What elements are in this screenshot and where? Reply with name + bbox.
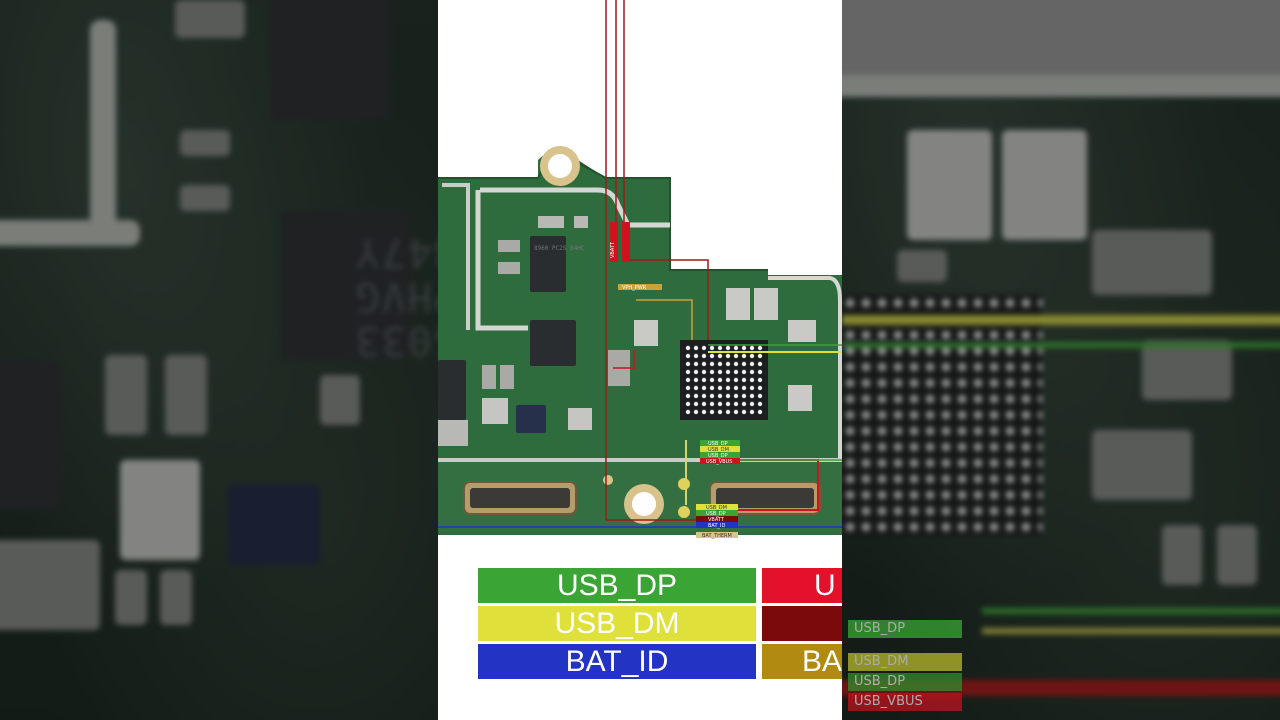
dim-overlay	[842, 0, 1280, 720]
legend-vbatt-partial	[762, 606, 842, 641]
component	[897, 250, 947, 282]
component	[165, 355, 207, 435]
blurred-pcb-left: S033 PHVG B47Y	[0, 0, 438, 720]
pcb-board-image: VBATT VPH_PWR USB_DP USB_DM USB_DP USB_V…	[438, 0, 842, 545]
chip	[0, 360, 60, 510]
white-area	[842, 0, 1280, 75]
legend-usb-dm: USB_DM	[478, 606, 756, 641]
trace-green	[982, 608, 1280, 614]
component	[1092, 230, 1212, 295]
component	[1142, 340, 1232, 400]
right-blurred-backdrop	[842, 0, 1280, 720]
trace-yellow	[842, 315, 1280, 325]
component	[1002, 130, 1087, 240]
tag-bottom-bat-id: BAT_ID	[708, 523, 725, 529]
component	[1217, 525, 1257, 585]
tag-bottom-usb-dm: USB_DM	[706, 505, 727, 511]
left-blurred-backdrop: S033 PHVG B47Y	[0, 0, 438, 720]
trace	[0, 220, 140, 246]
bg-label-usb-dp-2: USB_DP	[848, 673, 962, 691]
component	[180, 185, 230, 211]
trace-yellow	[982, 628, 1280, 634]
tag-top-usb-dm: USB_DM	[708, 447, 729, 453]
pcb-diagram: VBATT VPH_PWR USB_DP USB_DM USB_DP USB_V…	[438, 0, 842, 539]
component	[175, 0, 245, 38]
bga-grid	[842, 295, 1042, 535]
vph-pwr-label: VPH_PWR	[622, 285, 647, 291]
component	[180, 130, 230, 156]
component	[0, 540, 100, 630]
trace	[90, 20, 116, 240]
component	[1092, 430, 1192, 500]
component	[320, 375, 360, 425]
tag-bottom-bat-therm: BAT_THERM	[702, 533, 732, 539]
component	[120, 460, 200, 560]
tag-top-usb-dp-2: USB_DP	[708, 453, 728, 459]
trace	[842, 75, 1280, 97]
legend-bat-id: BAT_ID	[478, 644, 756, 679]
tag-top-usb-dp: USB_DP	[708, 441, 728, 447]
chip	[228, 485, 320, 565]
blurred-pcb-right	[842, 0, 1280, 720]
chip-marking-top: 8960 PC2S B4HC	[534, 245, 585, 252]
vbatt-vertical-label: VBATT	[610, 241, 616, 258]
dim-overlay	[0, 0, 438, 720]
trace-green	[842, 342, 1280, 348]
legend-bat-therm-partial: BA	[762, 644, 842, 679]
bg-label-usb-dp: USB_DP	[848, 620, 962, 638]
bg-label-usb-dm: USB_DM	[848, 653, 962, 671]
center-panel: VBATT VPH_PWR USB_DP USB_DM USB_DP USB_V…	[438, 0, 842, 720]
component	[160, 570, 192, 625]
legend-usb-dp: USB_DP	[478, 568, 756, 603]
component	[1162, 525, 1202, 585]
tag-top-usb-vbus: USB_VBUS	[706, 459, 732, 465]
component	[907, 130, 992, 240]
tag-bottom-vbatt: VBATT	[708, 517, 725, 523]
bga-dots	[685, 345, 763, 415]
chip	[280, 210, 410, 360]
bg-label-usb-vbus: USB_VBUS	[848, 693, 962, 711]
tag-bottom-usb-dp: USB_DP	[706, 511, 726, 517]
component	[115, 570, 147, 625]
chip	[270, 0, 390, 120]
component	[105, 355, 147, 435]
legend-usb-vbus-partial: U	[762, 568, 842, 603]
